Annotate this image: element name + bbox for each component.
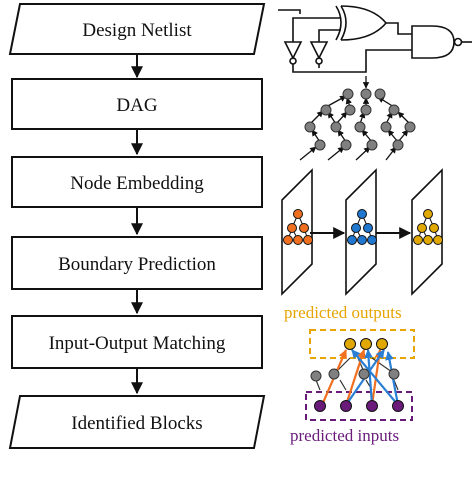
predicted-inputs-label: predicted inputs [290, 426, 399, 445]
flowchart: Design Netlist DAG Node Embedding Bounda… [8, 3, 266, 449]
dag-graph-icon [299, 76, 411, 161]
embedding-graph-orange [283, 209, 313, 245]
step-label: Input-Output Matching [49, 333, 226, 354]
step-design-netlist: Design Netlist [8, 3, 266, 55]
step-dag: DAG [11, 78, 263, 130]
step-identified-blocks: Identified Blocks [8, 395, 266, 449]
step-label: DAG [116, 95, 157, 116]
step-node-embedding: Node Embedding [11, 156, 263, 208]
inputs-boundary-box [305, 391, 413, 421]
step-label: Identified Blocks [71, 413, 202, 434]
step-input-output-matching: Input-Output Matching [11, 315, 263, 369]
predicted-outputs-label: predicted outputs [284, 303, 402, 322]
step-boundary-prediction: Boundary Prediction [11, 236, 263, 290]
step-label: Boundary Prediction [58, 254, 216, 275]
gate-circuit-icon [278, 5, 472, 73]
embedding-graph-gold [413, 209, 443, 245]
matching-graph-icon [305, 329, 415, 421]
dag-nodes [304, 88, 416, 151]
step-label: Design Netlist [82, 20, 192, 41]
embedding-planes-icon [281, 168, 443, 296]
step-label: Node Embedding [70, 173, 204, 194]
embedding-graph-blue [347, 209, 377, 245]
